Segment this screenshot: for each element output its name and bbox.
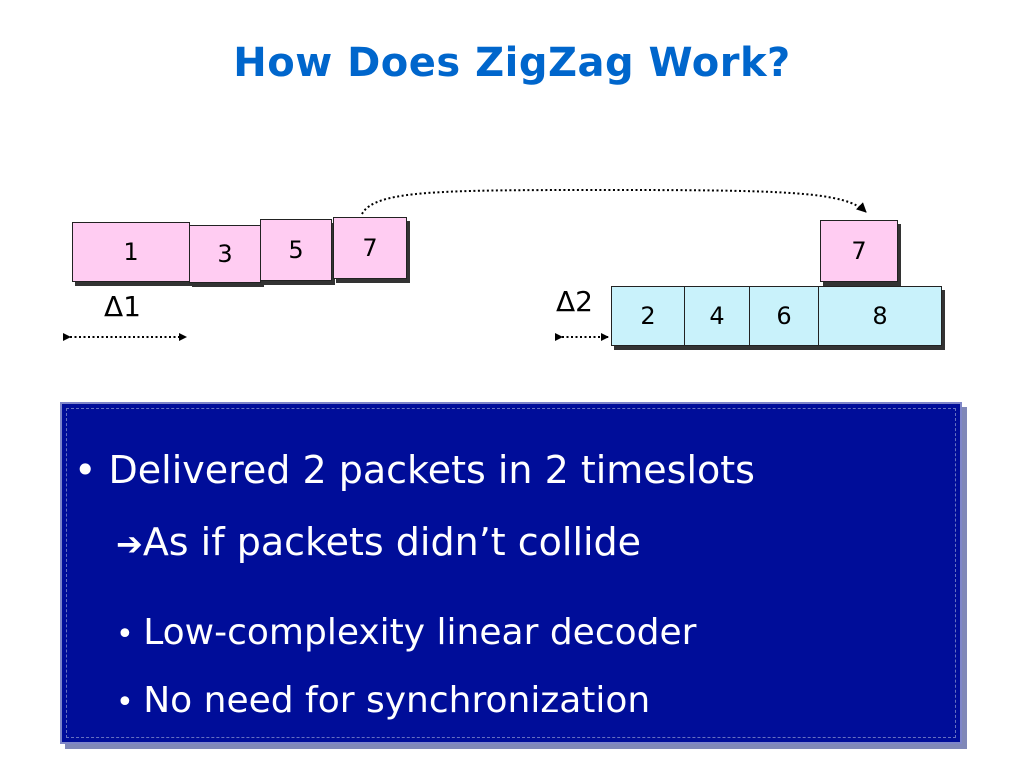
sub-bullet-1: • Low-complexity linear decoder — [116, 612, 696, 653]
bullet-main-text: Delivered 2 packets in 2 timeslots — [108, 448, 755, 492]
slide-title: How Does ZigZag Work? — [233, 40, 791, 86]
packet-label: 4 — [709, 302, 725, 330]
packet-label: 8 — [872, 302, 888, 330]
sub-bullet-text: No need for synchronization — [143, 680, 651, 721]
packet-4: 4 — [684, 286, 750, 346]
packet-7-decoded: 7 — [820, 220, 898, 282]
arrow-line-text: As if packets didn’t collide — [142, 520, 642, 564]
bullet-dot: • — [74, 448, 109, 492]
delta2-label: Δ2 — [556, 285, 593, 318]
right-arrow-icon: ➔ — [116, 525, 143, 563]
bullet-dot: • — [116, 617, 144, 652]
curved-arrow — [361, 188, 867, 215]
packet-5: 5 — [260, 219, 332, 281]
packet-6: 6 — [749, 286, 819, 346]
packet-label: 6 — [776, 302, 792, 330]
packet-label: 7 — [362, 234, 378, 262]
packet-2: 2 — [611, 286, 685, 346]
bullet-arrow-line: ➔As if packets didn’t collide — [116, 520, 641, 564]
panel-border — [66, 408, 956, 738]
packet-label: 7 — [851, 237, 867, 265]
bullet-main: • Delivered 2 packets in 2 timeslots — [74, 448, 755, 492]
packet-1: 1 — [72, 222, 190, 282]
packet-label: 5 — [288, 236, 304, 264]
packet-7: 7 — [333, 217, 407, 279]
packet-label: 1 — [123, 238, 139, 266]
sub-bullet-2: • No need for synchronization — [116, 680, 650, 721]
sub-bullet-text: Low-complexity linear decoder — [143, 612, 697, 653]
packet-label: 3 — [217, 240, 233, 268]
summary-panel — [60, 402, 962, 744]
diagram-arrows — [63, 188, 867, 341]
delta1-label: Δ1 — [104, 290, 141, 323]
bullet-dot: • — [116, 685, 144, 720]
packet-8: 8 — [818, 286, 942, 346]
packet-label: 2 — [640, 302, 656, 330]
